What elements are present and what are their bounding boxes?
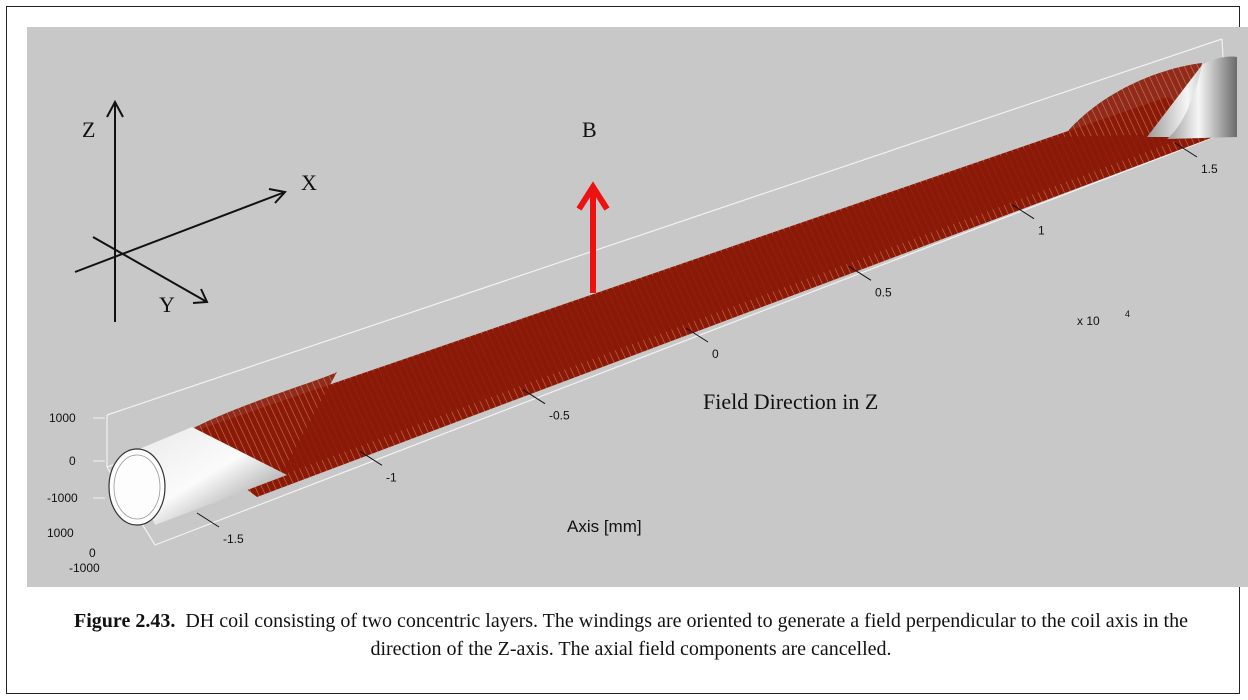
- tube-end-right: [1147, 56, 1237, 140]
- coordinate-system: [74, 99, 287, 322]
- axis-tick-mark: [196, 512, 220, 528]
- axis-tick-mark: [522, 389, 546, 405]
- axis-tick-label: -0.5: [549, 409, 570, 423]
- axis-tick-label: 1.5: [1201, 162, 1218, 176]
- axis-tick-mark: [1011, 204, 1035, 220]
- coil-plot: -1.5 -1 -0.5 0 0.5 1 1.5 1000 0 -1000 1000 0 -…: [47, 38, 1237, 575]
- figure-frame: -1.5 -1 -0.5 0 0.5 1 1.5 1000 0 -1000 1000 0 -…: [6, 6, 1248, 694]
- z-tick-label: 1000: [49, 411, 76, 425]
- axis-label: Axis [mm]: [567, 517, 642, 536]
- z-tick-label: 0: [69, 454, 76, 468]
- axis-tick-mark: [1174, 142, 1198, 158]
- x-axis-letter: X: [301, 170, 317, 195]
- field-arrow: [576, 181, 610, 293]
- axis-tick-mark: [848, 265, 872, 281]
- y-tick-label: 1000: [47, 526, 74, 540]
- figure-caption-text: DH coil consisting of two concentric lay…: [185, 610, 1188, 660]
- field-direction-text: Field Direction in Z: [703, 389, 878, 414]
- axis-ticks: -1.5 -1 -0.5 0 0.5 1 1.5: [196, 142, 1218, 546]
- axis-tick-label: 0: [712, 347, 719, 361]
- axis-tick-mark: [685, 327, 709, 343]
- axis-tick-label: 0.5: [875, 285, 892, 299]
- y-tick-label: -1000: [69, 561, 100, 575]
- field-label: B: [582, 117, 597, 142]
- axis-tick-label: -1: [386, 470, 397, 484]
- y-tick-label: 0: [89, 546, 96, 560]
- z-axis-letter: Z: [82, 117, 95, 142]
- z-axis-ticks: 1000 0 -1000 1000 0 -1000: [47, 411, 105, 575]
- axis-tick-mark: [359, 450, 383, 466]
- figure-label: Figure 2.43.: [74, 610, 176, 632]
- axis-tick-label: 1: [1038, 224, 1045, 238]
- y-axis-letter: Y: [159, 292, 175, 317]
- figure-caption: Figure 2.43. DH coil consisting of two c…: [37, 607, 1225, 663]
- axis-multiplier: x 10: [1077, 314, 1100, 328]
- coil-body: [177, 63, 1227, 497]
- axis-multiplier-exponent: 4: [1125, 309, 1130, 319]
- axis-tick-label: -1.5: [223, 532, 244, 546]
- z-tick-label: -1000: [47, 491, 78, 505]
- tube-end-left: [108, 427, 287, 526]
- plot-area: -1.5 -1 -0.5 0 0.5 1 1.5 1000 0 -1000 1000 0 -…: [27, 27, 1248, 587]
